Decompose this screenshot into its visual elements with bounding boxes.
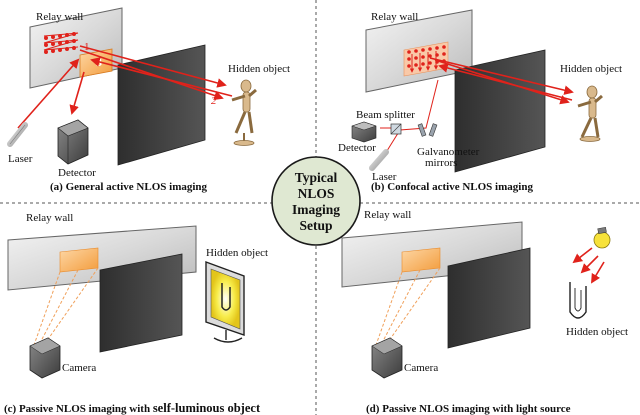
view-cone <box>33 267 99 346</box>
occluder <box>447 247 531 349</box>
marker-2: 2 <box>211 95 217 107</box>
detector-label: Detector <box>338 142 376 154</box>
panel-c: Relay wall Camera Hidden object (c) Pass… <box>4 212 268 415</box>
center-line-4: Setup <box>299 218 332 233</box>
galvanometer-label-2: mirrors <box>425 157 457 169</box>
center-line-1: Typical <box>295 170 338 185</box>
scan-dots <box>44 32 76 54</box>
panel-b: Relay wall <box>338 9 622 193</box>
panel-d: Relay wall Camera Hidden ob <box>341 209 628 415</box>
camera-label: Camera <box>404 362 438 374</box>
camera-box-icon <box>371 337 403 379</box>
galvanometer-mirror-icon <box>417 123 438 137</box>
laser-beams <box>17 45 233 129</box>
beam-splitter-label: Beam splitter <box>356 109 415 121</box>
beam-splitter-icon <box>390 123 402 135</box>
center-line-2: NLOS <box>298 186 335 201</box>
caption-d: (d) Passive NLOS imaging with light sour… <box>366 403 571 415</box>
hidden-object-label: Hidden object <box>560 63 622 75</box>
camera-label: Camera <box>62 362 96 374</box>
laser-label: Laser <box>8 153 33 165</box>
glow-patch <box>401 247 441 273</box>
laser-pen-icon <box>7 122 28 147</box>
hidden-object-label: Hidden object <box>206 247 268 259</box>
relay-wall-label: Relay wall <box>371 11 418 23</box>
hidden-object-shape-icon <box>569 282 587 319</box>
hidden-object-label: Hidden object <box>228 63 290 75</box>
caption-a: (a) General active NLOS imaging <box>50 181 208 193</box>
galvanometer-label-1: Galvanometer <box>417 146 480 158</box>
caption-b: (b) Confocal active NLOS imaging <box>371 181 533 193</box>
glow-patch <box>59 247 99 273</box>
laser-label: Laser <box>372 171 397 183</box>
occluder <box>117 44 206 166</box>
laser-pen-icon <box>369 149 389 171</box>
relay-wall-label: Relay wall <box>364 209 411 221</box>
mannequin-icon <box>231 79 257 146</box>
detector-label: Detector <box>58 167 96 179</box>
relay-wall-label: Relay wall <box>36 11 83 23</box>
detector-box-icon <box>351 121 377 143</box>
occluder <box>99 253 183 353</box>
hidden-object-label: Hidden object <box>566 326 628 338</box>
relay-wall-label: Relay wall <box>26 212 73 224</box>
center-badge: Typical NLOS Imaging Setup <box>271 156 361 246</box>
caption-c: (c) Passive NLOS imaging with self-lumin… <box>4 401 261 415</box>
light-bulb-icon <box>593 227 611 249</box>
mannequin-icon <box>577 85 603 142</box>
laser-beams <box>429 57 574 105</box>
light-rays <box>572 247 605 284</box>
monitor-icon <box>205 260 245 343</box>
view-cone <box>375 267 441 346</box>
detector-box-icon <box>57 119 89 165</box>
scan-arrows <box>409 51 439 73</box>
scan-path <box>43 32 79 51</box>
center-line-3: Imaging <box>292 202 340 217</box>
camera-box-icon <box>29 337 61 379</box>
panel-a: Relay wall 3 1 2 <box>7 7 290 193</box>
